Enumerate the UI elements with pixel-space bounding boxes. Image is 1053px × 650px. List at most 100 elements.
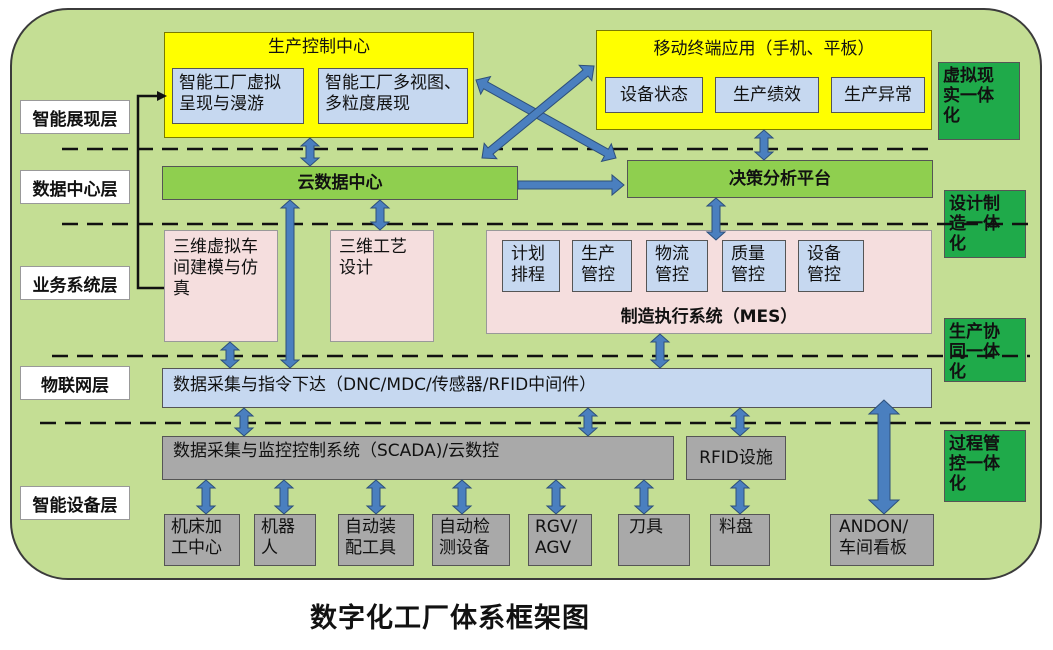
multi-view-box: 智能工厂多视图、 多粒度展现: [318, 68, 468, 124]
layer-label-display: 智能展现层: [20, 100, 130, 134]
arrow-center-to-cloud: [299, 137, 321, 167]
box-text-line: 管控: [731, 265, 765, 285]
box-text-line: 计划: [511, 244, 545, 264]
device-auto-assembly: 自动装 配工具: [338, 514, 414, 566]
virtual-workshop-box: 三维虚拟车 间建模与仿 真: [164, 230, 278, 342]
block-arrows: [195, 64, 901, 515]
dashed-separators: [40, 147, 1030, 425]
side-label-virtual-real: 虚拟现 实一体 化: [938, 62, 1020, 140]
diagram-title: 数字化工厂体系框架图: [310, 603, 590, 634]
device-robot: 机器 人: [254, 514, 316, 566]
layer-label-iot: 物联网层: [20, 366, 130, 400]
box-text-line: 机床加: [171, 517, 222, 537]
side-label-line: 化: [949, 474, 966, 494]
box-text-line: 多粒度展现: [325, 94, 410, 114]
side-label-design-manufacture: 设计制 造一体 化: [944, 190, 1026, 258]
box-text-line: 排程: [511, 265, 545, 285]
arrow-iot-to-rfid: [729, 407, 751, 437]
device-cutting-tool: 刀具: [618, 514, 690, 566]
box-text-line: 人: [261, 538, 278, 558]
box-text-line: 自动检: [439, 517, 490, 537]
side-label-line: 化: [943, 106, 960, 126]
virtual-tour-box: 智能工厂虚拟 呈现与漫游: [172, 68, 304, 124]
side-label-line: 控一体: [949, 454, 1000, 474]
cloud-data-center: 云数据中心: [162, 166, 518, 200]
mes-production-box: 生产 管控: [572, 240, 632, 292]
box-text-line: AGV: [535, 538, 572, 558]
iot-data-acquisition-bar: 数据采集与指令下达（DNC/MDC/传感器/RFID中间件）: [162, 368, 932, 408]
equipment-status-box: 设备状态: [605, 77, 703, 113]
arrow-scada-to-assembly: [365, 479, 387, 515]
arrow-cloud-to-mobile-diagonal: [481, 64, 595, 160]
box-text-line: 配工具: [345, 538, 396, 558]
arrow-cloud-to-iot: [279, 199, 301, 369]
production-exception-box: 生产异常: [831, 77, 925, 113]
box-text-line: 管控: [581, 265, 615, 285]
side-label-line: 生产协: [949, 322, 1000, 342]
box-text-line: 智能工厂多视图、: [325, 73, 461, 93]
arrow-scada-to-machining: [195, 479, 217, 515]
box-text-line: 生产: [581, 244, 615, 264]
box-text-line: 物流: [655, 244, 689, 264]
box-text-line: 真: [173, 279, 190, 299]
box-text-line: ANDON/: [839, 517, 909, 537]
arrow-center-to-decision-diagonal: [475, 75, 617, 163]
arrow-scada-to-agv: [545, 479, 567, 515]
box-text-line: 智能工厂虚拟: [179, 73, 281, 93]
arrow-cloud-to-process-design: [369, 199, 391, 231]
side-label-line: 实一体: [943, 86, 994, 106]
side-label-line: 化: [949, 234, 966, 254]
side-label-line: 设计制: [949, 194, 1000, 214]
box-text-line: RGV/: [535, 517, 578, 537]
box-text-line: 机器: [261, 517, 295, 537]
arrow-scada-to-tool: [633, 479, 655, 515]
box-text-line: 三维工艺: [339, 237, 407, 257]
box-text-line: 管控: [655, 265, 689, 285]
arrow-scada-to-robot: [273, 479, 295, 515]
arrow-iot-to-andon: [867, 399, 901, 515]
production-performance-box: 生产绩效: [715, 77, 819, 113]
box-text-line: 质量: [731, 244, 765, 264]
bracket-connector: [136, 91, 167, 290]
decision-analysis-platform: 决策分析平台: [627, 160, 933, 198]
layer-label-data-center: 数据中心层: [20, 170, 130, 204]
process-design-box: 三维工艺 设计: [330, 230, 434, 342]
side-label-process-control: 过程管 控一体 化: [944, 430, 1026, 502]
mes-title: 制造执行系统（MES）: [620, 307, 798, 327]
box-text-line: 刀具: [629, 517, 663, 537]
mes-equipment-box: 设备 管控: [798, 240, 864, 292]
box-text-line: 间建模与仿: [173, 258, 258, 278]
device-andon-board: ANDON/ 车间看板: [830, 514, 934, 566]
arrow-mes-to-iot: [649, 333, 671, 369]
box-text-line: 管控: [807, 265, 841, 285]
device-machining-center: 机床加 工中心: [164, 514, 240, 566]
arrow-iot-to-scada-1: [233, 407, 255, 437]
layer-label-device: 智能设备层: [20, 486, 130, 520]
mes-quality-box: 质量 管控: [722, 240, 786, 292]
arrow-mobile-to-decision: [753, 129, 775, 161]
scada-bar: 数据采集与监控控制系统（SCADA)/云数控: [162, 436, 674, 480]
rfid-facility: RFID设施: [686, 436, 786, 480]
production-control-center-title: 生产控制中心: [268, 37, 370, 57]
box-text-line: 料盘: [719, 517, 753, 537]
box-text-line: 自动装: [345, 517, 396, 537]
arrow-iot-to-scada-2: [577, 407, 599, 437]
mobile-terminal-title: 移动终端应用（手机、平板）: [653, 39, 875, 59]
mes-planning-box: 计划 排程: [502, 240, 560, 292]
arrow-scada-to-inspection: [451, 479, 473, 515]
side-label-line: 虚拟现: [943, 66, 994, 86]
arrow-rfid-to-tray: [729, 479, 751, 515]
box-text-line: 车间看板: [839, 538, 907, 558]
side-label-line: 过程管: [949, 434, 1000, 454]
box-text-line: 设计: [339, 258, 373, 278]
mes-logistics-box: 物流 管控: [646, 240, 708, 292]
arrow-cloud-to-decision: [517, 173, 625, 197]
arrow-decision-to-mes: [705, 197, 727, 241]
device-rgv-agv: RGV/ AGV: [528, 514, 592, 566]
box-text-line: 呈现与漫游: [179, 94, 264, 114]
box-text-line: 测设备: [439, 538, 490, 558]
side-label-line: 化: [949, 362, 966, 382]
arrow-workshop-to-iot: [219, 341, 241, 369]
